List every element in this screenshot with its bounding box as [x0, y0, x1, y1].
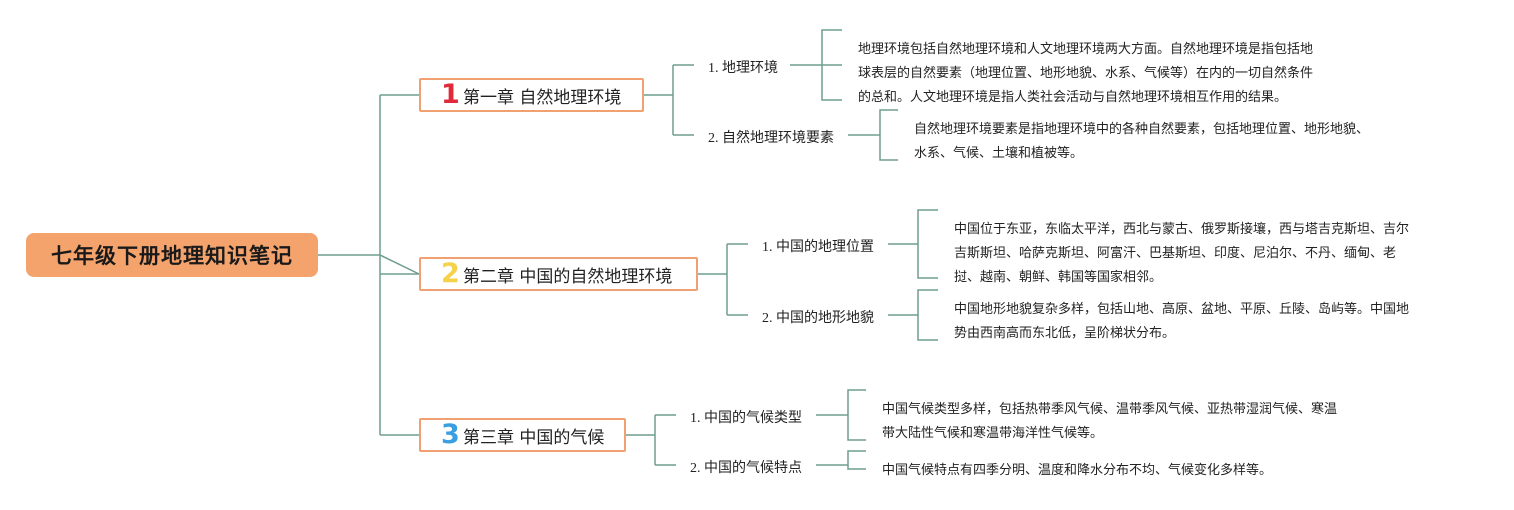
root-node[interactable]: 七年级下册地理知识笔记	[26, 233, 318, 277]
connector-root-ch2	[379, 254, 420, 275]
chapter-node-3[interactable]: 3 第三章 中国的气候	[419, 418, 626, 452]
root-title: 七年级下册地理知识笔记	[51, 244, 293, 268]
chapter-title-2: 第二章 中国的自然地理环境	[463, 266, 673, 287]
detail-line: 中国气候类型多样，包括热带季风气候、温带季风气候、亚热带湿润气候、寒温	[882, 402, 1338, 417]
detail-text-2-2: 中国地形地貌复杂多样，包括山地、高原、盆地、平原、丘陵、岛屿等。中国地 势由西南…	[954, 298, 1464, 346]
detail-line: 带大陆性气候和寒温带海洋性气候等。	[882, 426, 1104, 441]
detail-line: 水系、气候、土壤和植被等。	[914, 146, 1084, 161]
section-label-3-1[interactable]: 1. 中国的气候类型	[690, 411, 802, 426]
section-label-2-1[interactable]: 1. 中国的地理位置	[762, 240, 874, 255]
detail-line: 中国地形地貌复杂多样，包括山地、高原、盆地、平原、丘陵、岛屿等。中国地	[954, 302, 1410, 317]
detail-line: 的总和。人文地理环境是指人类社会活动与自然地理环境相互作用的结果。	[858, 90, 1288, 105]
detail-text-2-1: 中国位于东亚，东临太平洋，西北与蒙古、俄罗斯接壤，西与塔吉克斯坦、吉尔 吉斯斯坦…	[954, 218, 1464, 290]
chapter-node-2[interactable]: 2 第二章 中国的自然地理环境	[419, 257, 698, 291]
detail-line: 吉斯斯坦、哈萨克斯坦、阿富汗、巴基斯坦、印度、尼泊尔、不丹、缅甸、老	[954, 246, 1397, 261]
chapter-title-3: 第三章 中国的气候	[463, 427, 605, 448]
detail-line: 中国气候特点有四季分明、温度和降水分布不均、气候变化多样等。	[882, 463, 1273, 478]
chapter-node-1[interactable]: 1 第一章 自然地理环境	[419, 78, 644, 112]
detail-line: 自然地理环境要素是指地理环境中的各种自然要素，包括地理位置、地形地貌、	[914, 122, 1370, 137]
connector-ch1-s2-bracket	[879, 109, 898, 161]
connector-ch2-s2-bracket	[917, 289, 938, 341]
detail-line: 挝、越南、朝鲜、韩国等国家相邻。	[954, 270, 1163, 285]
chapter-number-2: 2	[441, 258, 460, 289]
connector-ch3-s2-bracket	[847, 450, 866, 470]
detail-line: 球表层的自然要素（地理位置、地形地貌、水系、气候等）在内的一切自然条件	[858, 66, 1314, 81]
detail-text-1-2: 自然地理环境要素是指地理环境中的各种自然要素，包括地理位置、地形地貌、 水系、气…	[914, 118, 1434, 166]
detail-line: 势由西南高而东北低，呈阶梯状分布。	[954, 326, 1176, 341]
connector-ch3-s1-bracket	[847, 389, 866, 441]
chapter-title-1: 第一章 自然地理环境	[463, 87, 622, 108]
detail-line: 中国位于东亚，东临太平洋，西北与蒙古、俄罗斯接壤，西与塔吉克斯坦、吉尔	[954, 222, 1410, 237]
detail-line: 地理环境包括自然地理环境和人文地理环境两大方面。自然地理环境是指包括地	[858, 42, 1314, 57]
section-label-3-2[interactable]: 2. 中国的气候特点	[690, 461, 802, 476]
section-label-2-2[interactable]: 2. 中国的地形地貌	[762, 311, 874, 326]
chapter-number-3: 3	[441, 419, 460, 450]
detail-text-3-2: 中国气候特点有四季分明、温度和降水分布不均、气候变化多样等。	[882, 459, 1402, 483]
chapter-number-1: 1	[441, 79, 460, 110]
detail-text-3-1: 中国气候类型多样，包括热带季风气候、温带季风气候、亚热带湿润气候、寒温 带大陆性…	[882, 398, 1402, 446]
section-label-1-1[interactable]: 1. 地理环境	[708, 61, 778, 76]
connector-ch2-s1-bracket	[917, 209, 938, 279]
section-label-1-2[interactable]: 2. 自然地理环境要素	[708, 131, 834, 146]
detail-text-1-1: 地理环境包括自然地理环境和人文地理环境两大方面。自然地理环境是指包括地 球表层的…	[858, 38, 1378, 110]
